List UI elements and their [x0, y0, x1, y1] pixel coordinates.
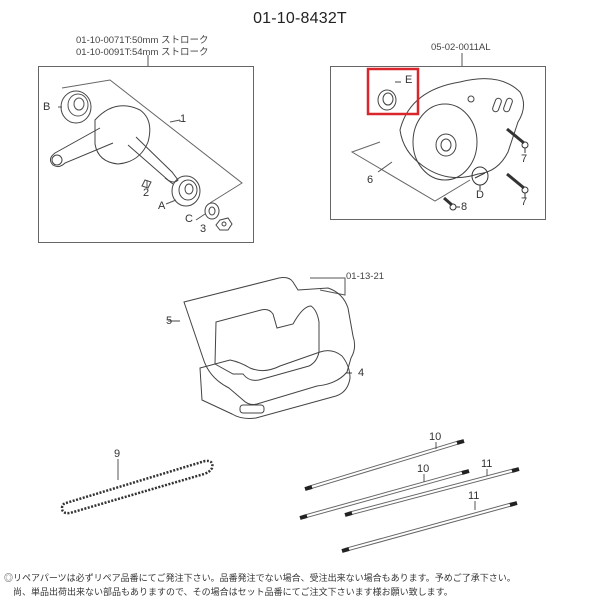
bolt-8	[443, 196, 460, 211]
cam-chain-drawing	[60, 459, 214, 515]
callout-3: 3	[200, 223, 207, 235]
footer-note-line2: 尚、単品出荷出来ない部品もありますので、その場合はセット品番にてご注文下さいます…	[4, 587, 453, 597]
gasket-ref: 01-13-21	[346, 271, 385, 282]
gasket-5-drawing	[168, 277, 356, 405]
gasket-4-drawing	[199, 350, 352, 419]
bolt-7-lower	[506, 172, 529, 198]
crankshaft-drawing	[49, 105, 179, 189]
callout-8: 8	[461, 201, 468, 213]
cover-drawing	[399, 78, 524, 181]
crank-box	[38, 66, 254, 243]
callout-10-lower: 10	[417, 463, 430, 475]
bearing-b-drawing	[58, 90, 92, 124]
callout-2: 2	[143, 187, 150, 199]
crank-ref-50mm: 01-10-0071T:50mm ストローク	[76, 35, 209, 46]
callout-a: A	[158, 200, 166, 212]
gear-c-drawing	[204, 202, 220, 220]
callout-1: 1	[180, 113, 187, 125]
callout-7-upper: 7	[521, 153, 528, 165]
callout-11-upper: 11	[481, 458, 493, 470]
bearing-e-drawing	[377, 81, 401, 111]
callout-d: D	[476, 189, 484, 201]
bearing-a-drawing	[171, 175, 201, 207]
cover-box	[330, 66, 546, 220]
callout-10-upper: 10	[429, 431, 442, 443]
footer-note-line1: ◎リペアパーツは必ずリペア品番にてご発注下さい。品番発注でない場合、受注出来ない…	[4, 573, 516, 583]
diagram-title: 01-10-8432T	[253, 10, 347, 27]
crank-ref-54mm: 01-10-0091T:54mm ストローク	[76, 47, 209, 58]
callout-4: 4	[358, 367, 365, 379]
callout-9: 9	[114, 448, 121, 460]
bolt-7-upper	[506, 127, 529, 153]
callout-b: B	[43, 101, 51, 113]
callout-7-lower: 7	[521, 196, 528, 208]
stud-bolts-drawing	[302, 440, 516, 552]
highlight-frame-e	[366, 67, 420, 116]
callout-6: 6	[367, 174, 374, 186]
callout-11-lower: 11	[468, 490, 480, 502]
callout-e: E	[405, 74, 413, 86]
cap-d-drawing	[471, 166, 489, 190]
nut-3-drawing	[215, 217, 233, 231]
callout-5: 5	[166, 315, 173, 327]
cover-ref: 05-02-0011AL	[431, 42, 491, 53]
callout-c: C	[185, 213, 193, 225]
